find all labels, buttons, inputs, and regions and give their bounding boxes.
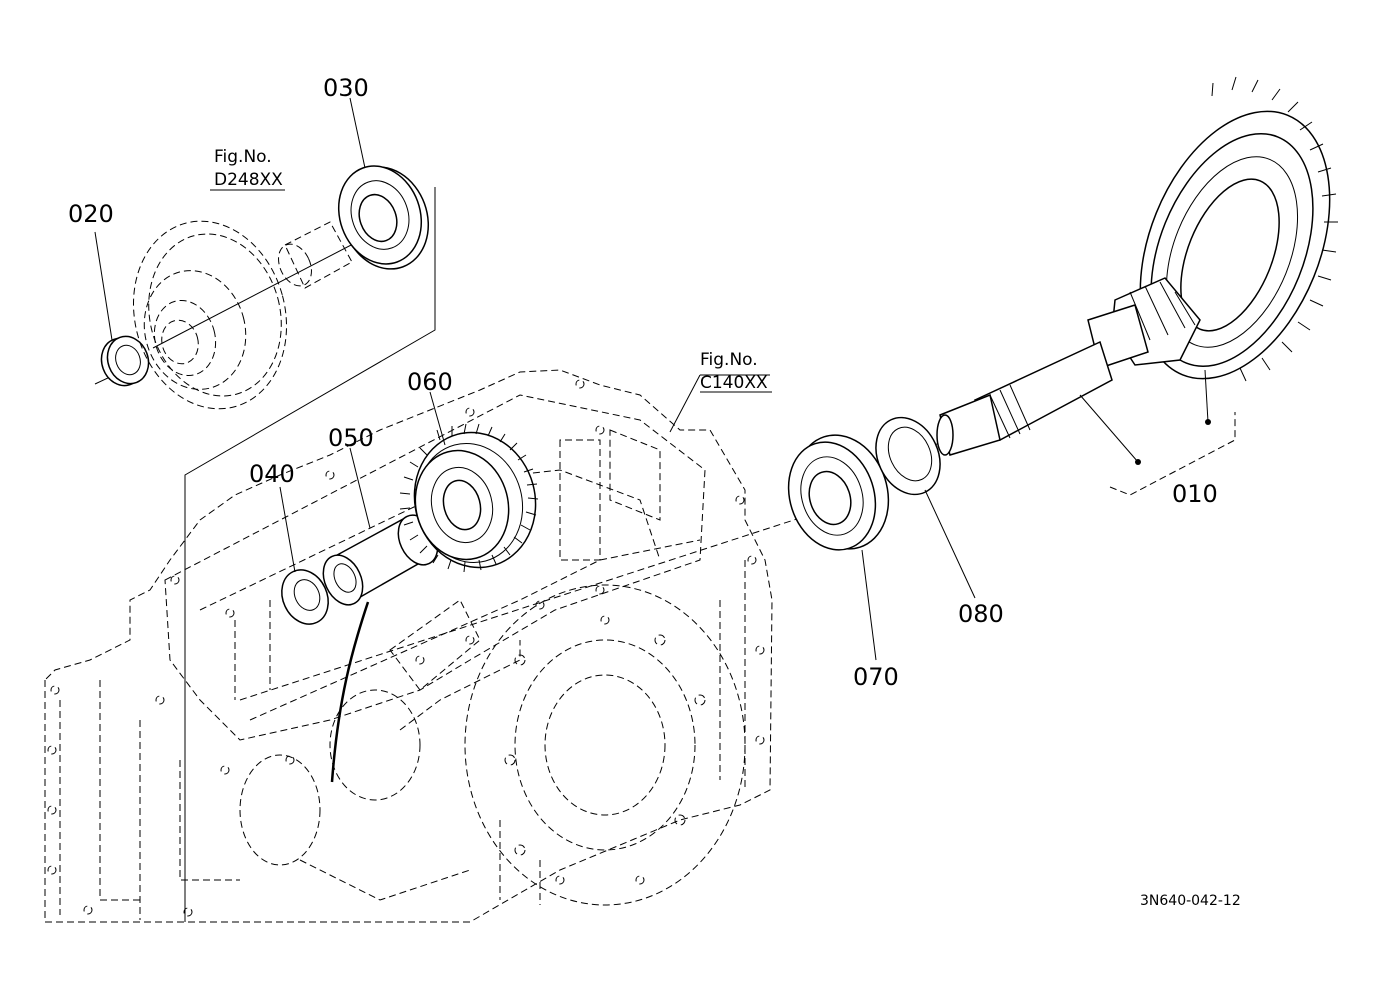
fig-ref-d248-code[interactable]: D248XX <box>214 170 283 190</box>
label-020[interactable]: 020 <box>68 200 114 228</box>
part-010-bevel-gear-set[interactable]: 010 <box>936 76 1366 508</box>
part-040-washer[interactable]: 040 <box>249 460 337 632</box>
label-040[interactable]: 040 <box>249 460 295 488</box>
part-070-bearing[interactable]: 070 <box>775 423 903 691</box>
label-050[interactable]: 050 <box>328 424 374 452</box>
assembly-arrow <box>330 601 370 783</box>
drawing-code: 3N640-042-12 <box>1140 893 1241 909</box>
part-050-collar[interactable]: 050 <box>316 424 446 611</box>
label-010[interactable]: 010 <box>1172 480 1218 508</box>
gear-assembly-reference <box>132 220 353 410</box>
part-020-nut[interactable]: 020 <box>68 200 155 391</box>
part-060-spur-gear[interactable]: 060 <box>399 368 550 581</box>
label-070[interactable]: 070 <box>853 663 899 691</box>
part-080-shim[interactable]: 080 <box>864 407 1004 628</box>
label-080[interactable]: 080 <box>958 600 1004 628</box>
assembly-lines <box>94 187 976 922</box>
label-030[interactable]: 030 <box>323 74 369 102</box>
fig-ref-d248-title: Fig.No. <box>214 147 272 167</box>
label-060[interactable]: 060 <box>407 368 453 396</box>
part-030-bearing[interactable]: 030 <box>323 74 442 281</box>
fig-ref-c140-title: Fig.No. <box>700 350 758 370</box>
fig-ref-c140-code[interactable]: C140XX <box>700 373 768 393</box>
transmission-case <box>44 369 773 923</box>
